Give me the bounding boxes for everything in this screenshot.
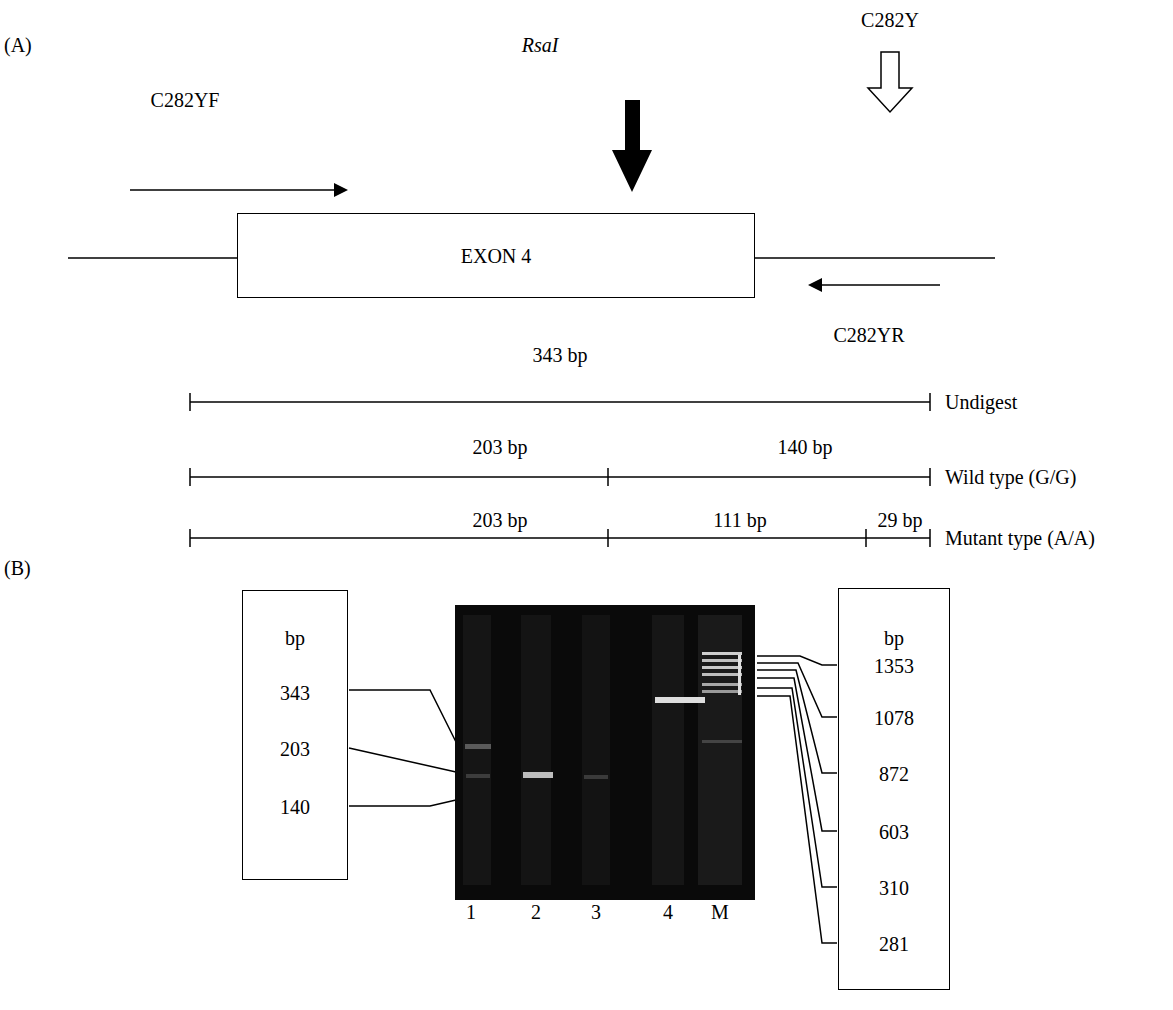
box-text: 140 (280, 796, 310, 819)
box-text: 310 (879, 877, 909, 900)
fragment-size: 111 bp (713, 509, 767, 532)
leader-line (349, 800, 456, 806)
fragment-size: 203 bp (473, 436, 528, 459)
arrowhead (808, 278, 822, 292)
fragment-size: 140 bp (778, 436, 833, 459)
box-text: 603 (879, 821, 909, 844)
leader-line (757, 696, 837, 943)
primer-arrow (820, 284, 940, 286)
gel-image (455, 605, 755, 900)
primer-name: C282YR (833, 324, 904, 347)
fragment-size: 203 bp (473, 509, 528, 532)
size-key-box: bp 343 203 140 (242, 590, 348, 880)
cut-site-arrow (612, 100, 652, 192)
lane-number: 2 (531, 901, 541, 924)
fragment-size: 343 bp (533, 344, 588, 367)
mutation-arrow (868, 52, 912, 112)
fragment-line (190, 401, 930, 403)
panel-letter: (A) (4, 34, 32, 57)
box-text: 203 (280, 738, 310, 761)
box-text: EXON 4 (461, 245, 532, 268)
primer-name: C282YF (151, 89, 220, 112)
mutation-name: C282Y (861, 9, 919, 32)
lane-number: 3 (591, 901, 601, 924)
box-text: bp (285, 627, 305, 650)
box-text: bp (884, 627, 904, 650)
intron-line (755, 257, 995, 259)
fragment-type: Wild type (G/G) (945, 466, 1076, 489)
fragment-type: Undigest (945, 391, 1017, 414)
leader-line (757, 688, 837, 887)
box-text: 343 (280, 682, 310, 705)
lane-number: 1 (466, 901, 476, 924)
fragment-line (190, 476, 930, 478)
box-text: 1078 (874, 707, 914, 730)
leader-line (349, 690, 456, 742)
primer-arrow (130, 189, 336, 191)
arrowhead (334, 183, 348, 197)
enzyme-name: RsaI (522, 34, 559, 57)
panel-letter: (B) (4, 557, 31, 580)
lane-number: 4 (663, 901, 673, 924)
box-text: 1353 (874, 655, 914, 678)
fragment-type: Mutant type (A/A) (945, 527, 1095, 550)
box-text: 281 (879, 933, 909, 956)
intron-line (68, 257, 237, 259)
fragment-line (190, 537, 930, 539)
leader-line (349, 748, 456, 772)
ladder-key-box: bp 1353 1078 872 603 310 281 (838, 588, 950, 990)
fragment-size: 29 bp (878, 509, 923, 532)
lane-label: M (711, 901, 729, 924)
exon-box: EXON 4 (237, 213, 755, 298)
box-text: 872 (879, 763, 909, 786)
